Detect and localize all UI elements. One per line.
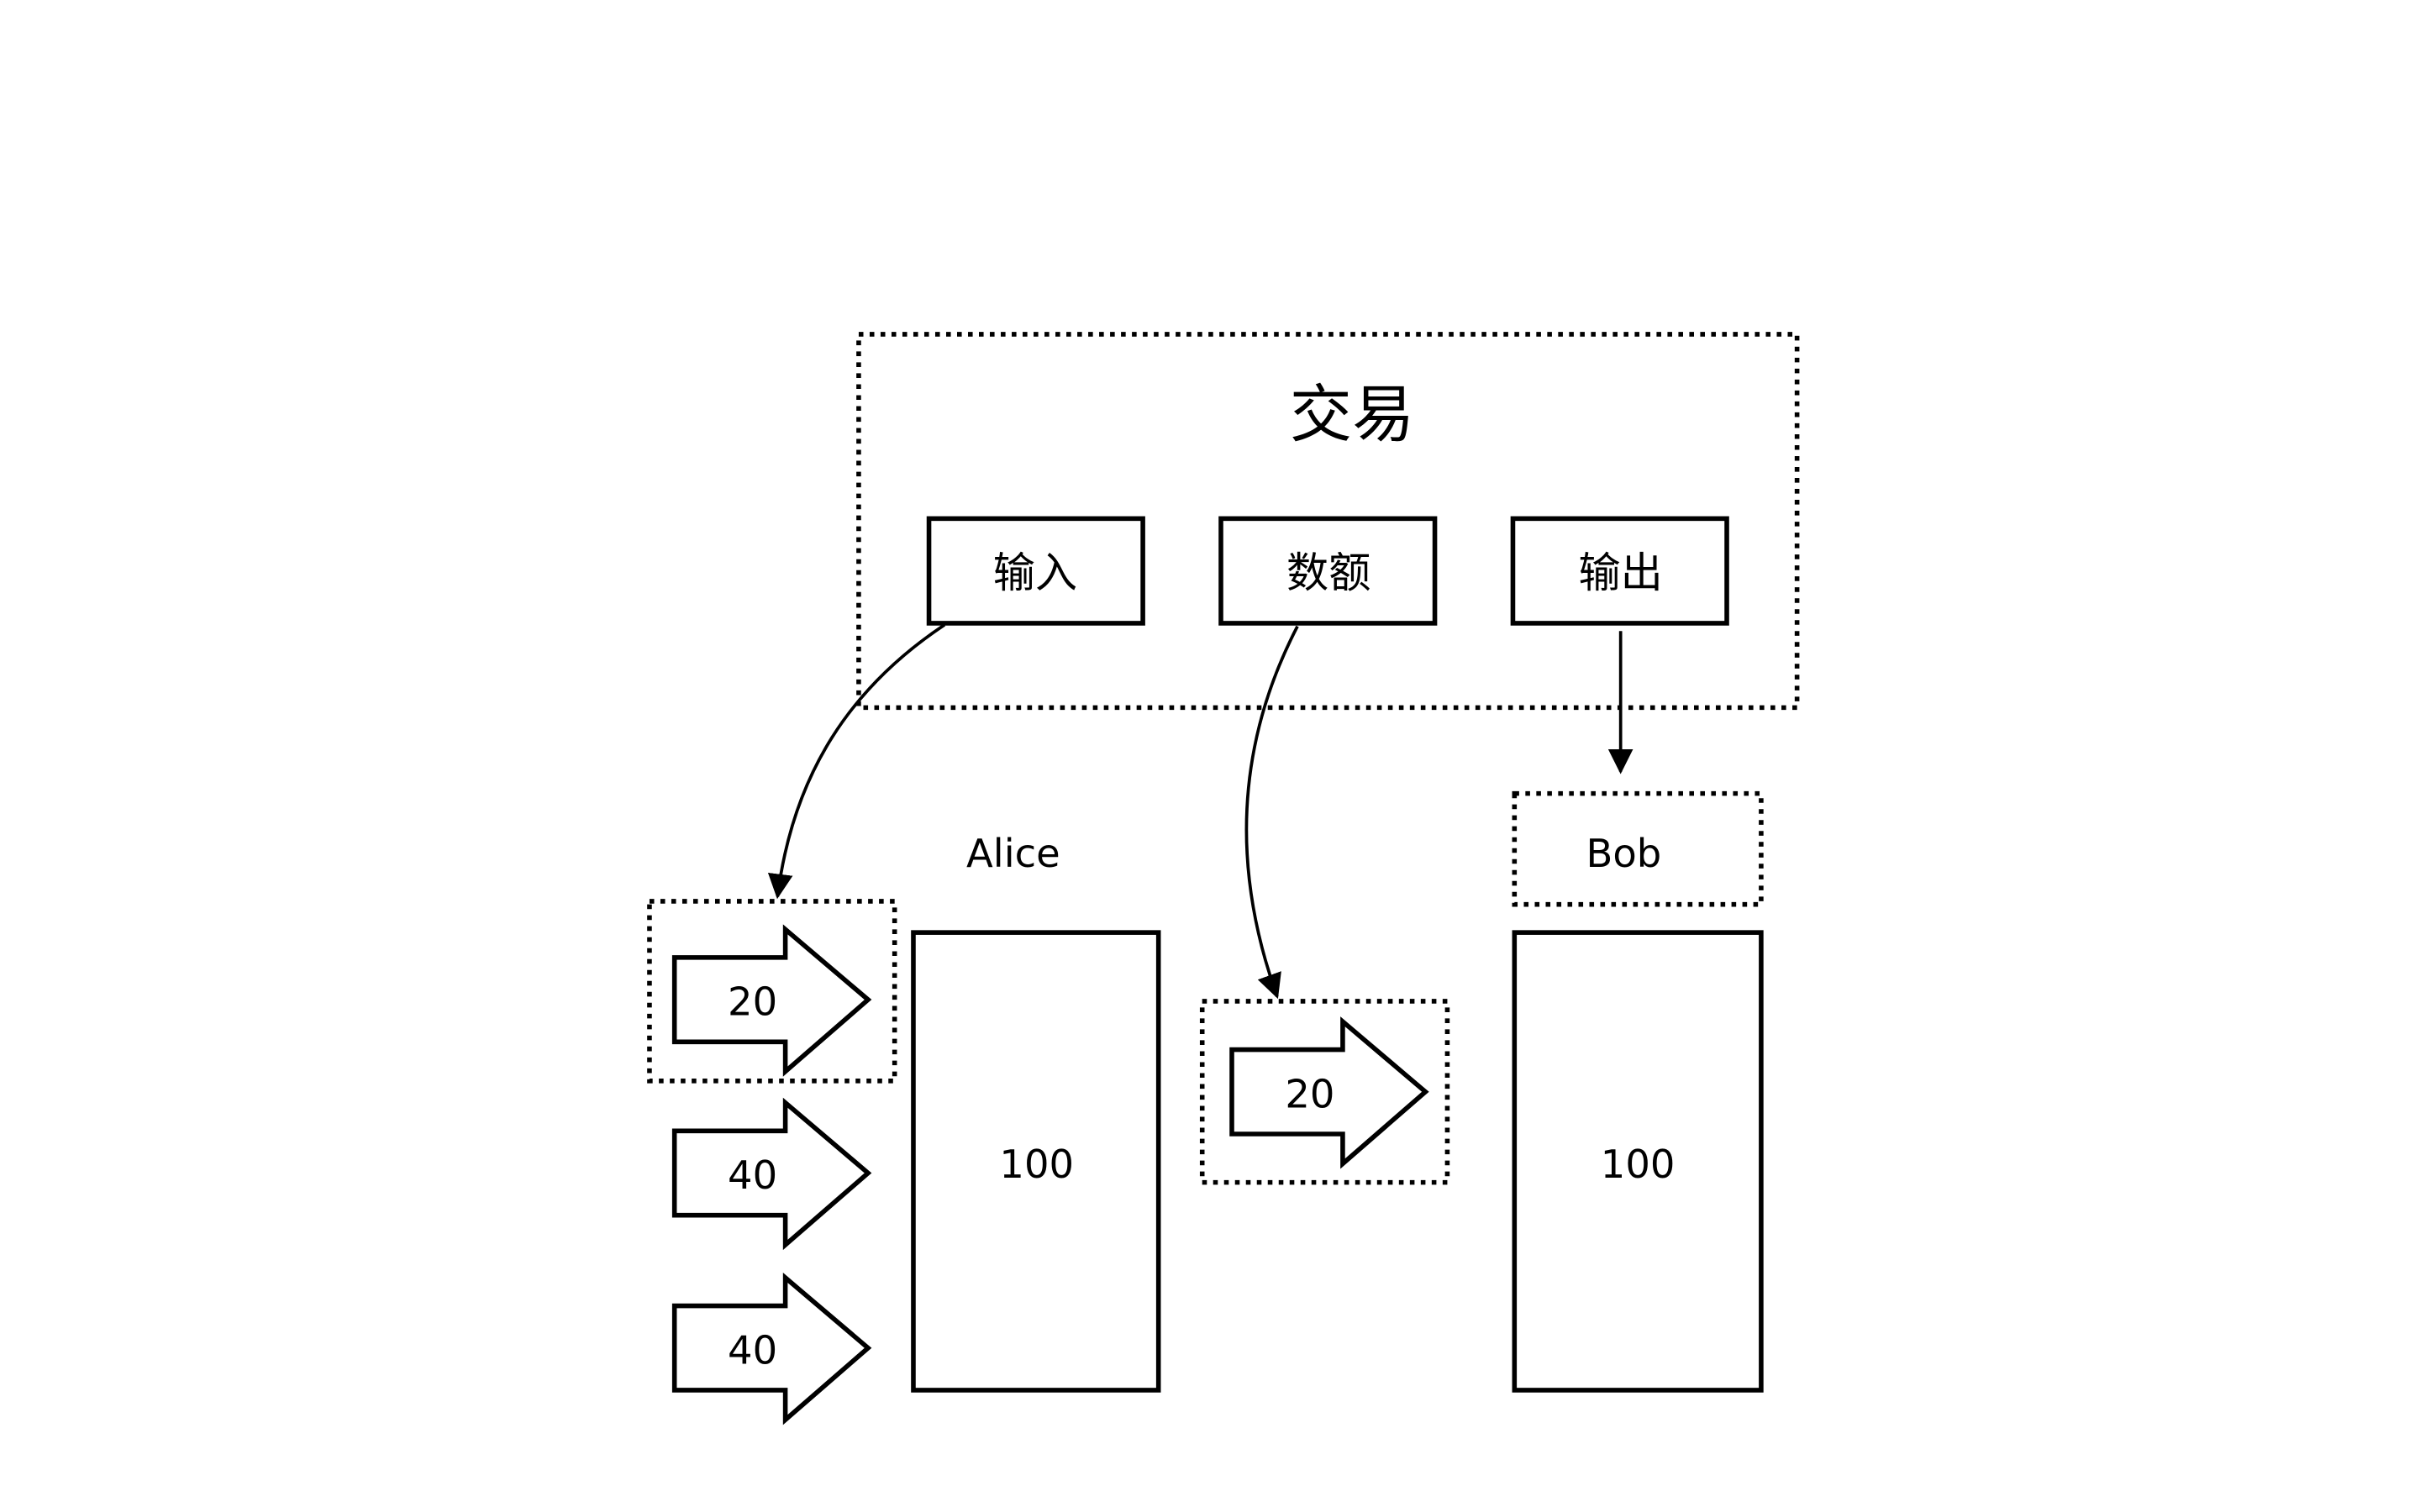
bob-name-box [1512, 790, 1764, 907]
alice-name: Alice [966, 831, 1060, 876]
alice-selected-coin-box [647, 899, 897, 1084]
bob-balance-box [1512, 930, 1764, 1393]
transfer-coin-arrow: 20 [1229, 1016, 1429, 1169]
output-field-label: 输出 [1579, 548, 1663, 597]
bob-balance: 100 [1601, 1142, 1676, 1187]
input-connector-arrow [767, 623, 946, 900]
transfer-coin-box [1199, 999, 1450, 1185]
alice-coin-arrow: 40 [671, 1097, 872, 1251]
transfer-coin-value: 20 [1285, 1071, 1334, 1116]
alice-coin-arrow: 20 [671, 924, 872, 1077]
alice-coin-value: 20 [728, 979, 777, 1025]
bob-name: Bob [1586, 831, 1662, 876]
amount-connector-arrow [1244, 625, 1299, 1000]
input-field-label: 输入 [993, 548, 1077, 597]
input-field-box [926, 516, 1145, 626]
transaction-title: 交易 [1290, 378, 1415, 451]
output-field-box [1510, 516, 1729, 626]
alice-balance-box [911, 930, 1161, 1393]
amount-field-label: 数额 [1286, 548, 1370, 597]
alice-balance: 100 [999, 1142, 1074, 1187]
alice-coin-arrow: 40 [671, 1273, 872, 1425]
alice-coin-value: 40 [728, 1152, 777, 1198]
amount-field-box [1218, 516, 1438, 626]
alice-coin-value: 40 [728, 1327, 777, 1373]
